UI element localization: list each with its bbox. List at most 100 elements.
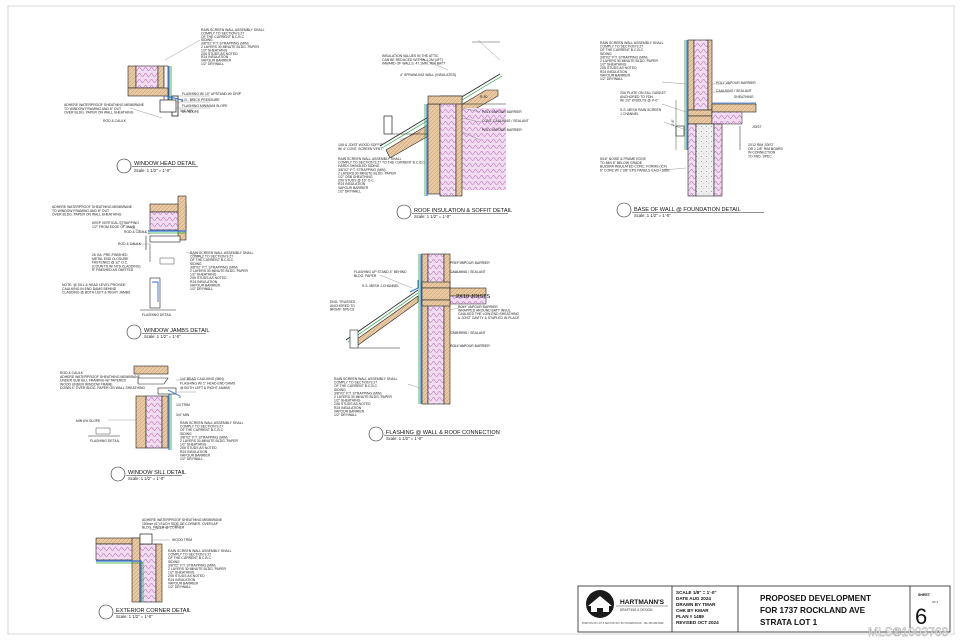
note-line: 3/8"X2" P.T. STRAPPING (MIN) bbox=[201, 42, 249, 46]
note-line: TO WINDOW FRAMING AND 6" OUT bbox=[52, 209, 109, 213]
title-block bbox=[577, 585, 951, 633]
note-line: RAIN SCREEN WALL ASSEMBLY SHALL bbox=[334, 377, 398, 381]
note-line: R24 INSULATION bbox=[338, 182, 366, 186]
window-head-scale: Scale: 1 1/2" = 1'-0" bbox=[134, 168, 171, 173]
note-line: COMPLY TO SECTION 9.27 bbox=[600, 45, 643, 49]
note-line: COMPLY TO SECTION 9.27 bbox=[190, 255, 233, 259]
note-line: POLY VAPOUR BARRIER bbox=[458, 305, 498, 309]
note-line: WOOD UNDER WINDOW FRAME bbox=[60, 382, 113, 386]
title-checked: CHK BY KMAR bbox=[676, 608, 709, 613]
note-line: COMPLY TO SECTION 9.27 bbox=[180, 425, 223, 429]
note-line: OR 1 1/8" RIM BOARD bbox=[748, 147, 783, 151]
note-line: 2X6 PLATE ON SILL GASKET bbox=[620, 91, 666, 95]
note-line: 3/8"X2" P.T. STRAPPING (MIN) bbox=[338, 168, 386, 172]
note-line: HARDI SHINGLED SIDING bbox=[338, 164, 380, 168]
note-line: 6" CORE W/ 2 3/8" EPS PANELS EACH SIDE bbox=[600, 168, 670, 172]
note-line: CAULKING / SEALANT bbox=[450, 331, 486, 335]
window-sill-detail: 1/4 TRIM 3/4" MIN bbox=[88, 365, 196, 450]
note-line: 1/2" DRYWALL bbox=[168, 585, 191, 589]
base-of-wall-detail bbox=[661, 39, 757, 197]
note-line: ANCHORED TO bbox=[330, 304, 355, 308]
note-line: TO FND. SPEC. bbox=[748, 154, 773, 158]
note-line: S.S. MESH RAIN SCREEN bbox=[620, 108, 662, 112]
note-line: 1/2" SHEATHING bbox=[600, 63, 627, 67]
exterior-corner-notes-top: ADHERE WATERPROOF SHEATHING MEMBRANE150m… bbox=[142, 518, 223, 530]
note-line: CAN BE REDUCED WITHIN 1.2M (4FT) bbox=[382, 58, 443, 62]
note-line: 3/8"X2" P.T. STRAPPING (MIN) bbox=[180, 435, 228, 439]
window-sill-title-bubble bbox=[110, 466, 126, 482]
exterior-corner-detail bbox=[95, 523, 187, 603]
note-line: 6% SLOPE bbox=[182, 110, 200, 114]
note-line: FLASHING W/ 1" HEAD END DAMS bbox=[180, 382, 236, 386]
flashing-wall-roof-scale: Scale: 1 1/2" = 1'-0" bbox=[386, 436, 423, 441]
note-line: (COUNT'S W/ NTS CLADDING) bbox=[92, 264, 141, 268]
note-line: VAPOUR BARRIER bbox=[190, 283, 221, 287]
note-line: VAPOUR BARRIER bbox=[201, 59, 232, 63]
window-jambs-detail bbox=[119, 195, 205, 311]
note-line: INSULATION VALUES IN THE ATTIC bbox=[382, 54, 439, 58]
note-line: ADHERE WATERPROOF SHEATHING MEMBRANE bbox=[52, 205, 133, 209]
note-line: 2X6 STUDS AS NOTED bbox=[180, 446, 217, 450]
note-line: NOTE: @ SILL & HEAD LEVEL PROVIDE bbox=[62, 283, 126, 287]
note-line: 3/8"X2" P.T. STRAPPING (MIN) bbox=[600, 55, 648, 59]
note-line: 2X6 STUDS AS NOTED bbox=[334, 402, 371, 406]
note-line: R24 INSULATION bbox=[180, 450, 208, 454]
window-jambs-flashing: FLASHING DETAIL bbox=[142, 313, 172, 317]
note-line: 3/8"X2" P.T. STRAPPING (MIN) bbox=[190, 265, 238, 269]
sheet-of: OF 6 bbox=[932, 600, 939, 604]
note-line: VAPOUR BARRIER bbox=[334, 409, 365, 413]
note-line: ROD & CAULK bbox=[60, 371, 84, 375]
note-line: INWARD OF WALLS: 47.1MM, R24 BATT bbox=[382, 62, 445, 66]
note-line: POLY VAPOUR BARRIER bbox=[482, 110, 522, 114]
title-revised: REVISED OCT 2024 bbox=[676, 620, 719, 625]
window-head-rod-caulk: ROD & CAULK bbox=[103, 119, 127, 123]
base-of-wall-caulking: CAULKING / SEALANT bbox=[716, 89, 752, 93]
note-line: 2 LAYERS 30 MINUTE BLDG. PAPER bbox=[334, 395, 392, 399]
note-line: @ BOTH LEFT & RIGHT JAMBS bbox=[180, 386, 231, 390]
note-line: SIDING bbox=[168, 560, 180, 564]
window-sill-min-slope: MIN 6% SLOPE bbox=[76, 419, 101, 423]
note-line: TO WINDOW FRAMING AND 6" OUT bbox=[64, 107, 121, 111]
title-scale: SCALE 1/8" = 1'-0" bbox=[676, 590, 717, 595]
note-line: BUZURA INSULATED CONC. FORMS (ICF) bbox=[600, 165, 667, 169]
exterior-corner-scale: Scale: 1 1/2" = 1'-0" bbox=[116, 614, 153, 619]
base-of-wall-title: BASE OF WALL @ FOUNDATION DETAIL bbox=[634, 207, 741, 213]
base-of-wall-title-bubble bbox=[616, 202, 632, 218]
note-line: POLY VAPOUR BARRIER bbox=[450, 261, 490, 265]
note-line: COMPLY TO SECTION 9.27 bbox=[168, 553, 211, 557]
project-line-3: STRATA LOT 1 bbox=[760, 618, 818, 627]
window-jambs-scale: Scale: 1 1/2" = 1'-0" bbox=[144, 334, 181, 339]
base-of-wall-sheathing: SHEATHING bbox=[734, 95, 754, 99]
note-line: FLASHING W/ 10" UPSTAND W/ DRIP bbox=[182, 92, 242, 96]
company-logo bbox=[586, 590, 614, 618]
note-line: 5/16" NOISE & FRAME EDGE bbox=[600, 157, 647, 161]
note-line: SIDING bbox=[180, 432, 192, 436]
note-line: RAIN SCREEN WALL ASSEMBLY SHALL bbox=[180, 421, 244, 425]
note-line: CAULKED THE LOW-END SHEATHING bbox=[458, 312, 519, 316]
roof-soffit-detail bbox=[379, 39, 506, 197]
window-jambs-title: WINDOW JAMBS DETAIL bbox=[144, 328, 209, 334]
note-line: 2 LAYERS 30 MINUTE BLDG. PAPER bbox=[168, 567, 226, 571]
company-sub: DRAFTING & DESIGN bbox=[620, 608, 653, 612]
note-line: 1/2" SHEATHING bbox=[201, 48, 228, 52]
note-line: 1/2" FROM EDGE OF JAMB bbox=[92, 225, 136, 229]
note-line: VAPOUR BARRIER bbox=[338, 186, 369, 190]
note-line: 2 LAYERS 30 MINUTE BLDG. PAPER bbox=[201, 45, 259, 49]
note-line: CAULKING / SEALANT bbox=[450, 270, 486, 274]
sheet-label: SHEET bbox=[918, 593, 931, 597]
window-head-title: WINDOW HEAD DETAIL bbox=[134, 161, 196, 167]
note-line: 150mm (6") EACH SIDE OF CORNER. OVERLAP bbox=[142, 522, 219, 526]
